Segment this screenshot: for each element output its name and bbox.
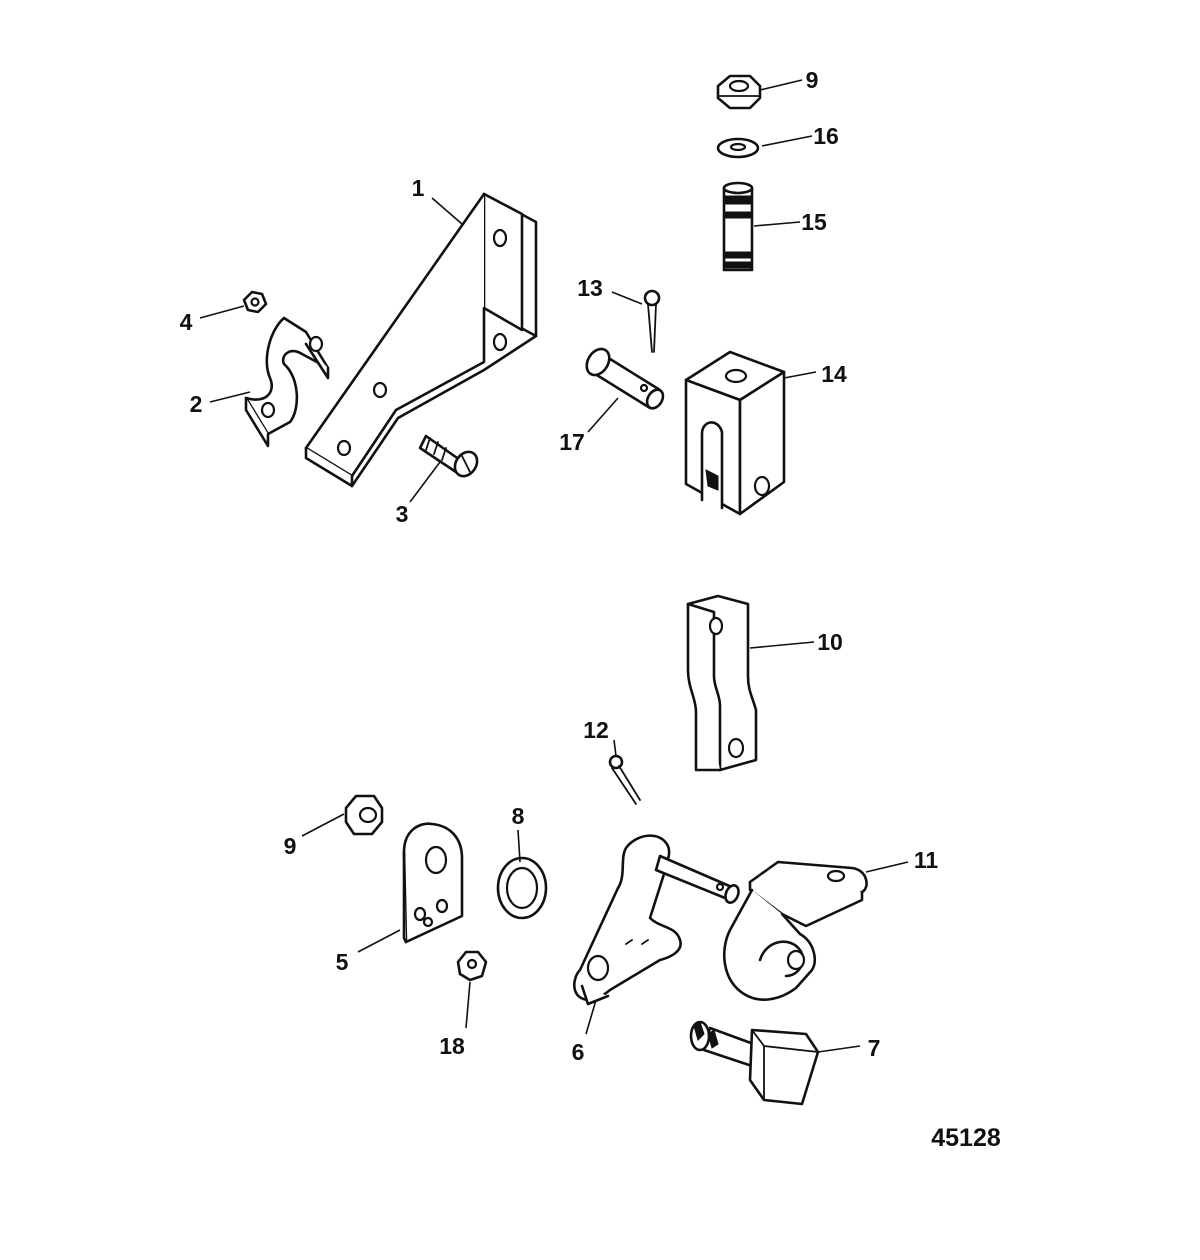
- part-5-plate: [402, 822, 464, 944]
- part-1-bracket: [304, 192, 538, 488]
- callout-4: 4: [180, 309, 193, 335]
- callout-16: 16: [813, 123, 839, 149]
- callout-15: 15: [801, 209, 827, 235]
- callout-18: 18: [439, 1033, 465, 1059]
- part-18-nut: [456, 950, 488, 982]
- callout-11: 11: [914, 847, 939, 873]
- callout-5: 5: [336, 949, 349, 975]
- part-8-washer: [496, 856, 548, 920]
- part-9-nut-lower: [344, 794, 384, 836]
- part-15-stud: [722, 181, 754, 272]
- part-17-clevis-pin: [585, 347, 665, 410]
- callout-7: 7: [868, 1035, 881, 1061]
- part-14-clevis-block: [684, 350, 786, 516]
- part-9-locknut-top: [716, 74, 762, 110]
- part-16-washer: [716, 137, 760, 159]
- part-3-screw: [418, 434, 479, 478]
- callout-8: 8: [512, 803, 525, 829]
- part-10-link-arm: [686, 594, 758, 772]
- part-11-swivel-bracket: [722, 860, 868, 1001]
- callout-9-top: 9: [806, 67, 819, 93]
- part-6-lever: [573, 834, 740, 1006]
- callout-1: 1: [412, 175, 425, 201]
- part-2-clamp: [244, 316, 330, 448]
- part-4-nut: [242, 290, 268, 314]
- part-12-cotter-pin: [608, 754, 641, 805]
- part-13-cotter-pin: [643, 289, 661, 353]
- part-7-pivot-pin: [689, 1020, 820, 1106]
- callout-12: 12: [583, 717, 609, 743]
- callout-17: 17: [559, 429, 585, 455]
- leader-lines: [199, 79, 909, 1053]
- callout-13: 13: [577, 275, 603, 301]
- callout-3: 3: [396, 501, 409, 527]
- callout-labels: 1 2 3 4 5 6 7 8 9 9 10 11 12 13 14 15 16…: [180, 67, 939, 1065]
- callout-10: 10: [817, 629, 843, 655]
- callout-14: 14: [821, 361, 847, 387]
- callout-2: 2: [190, 391, 203, 417]
- callout-6: 6: [572, 1039, 585, 1065]
- figure-number: 45128: [931, 1124, 1001, 1152]
- callout-9-lower: 9: [284, 833, 297, 859]
